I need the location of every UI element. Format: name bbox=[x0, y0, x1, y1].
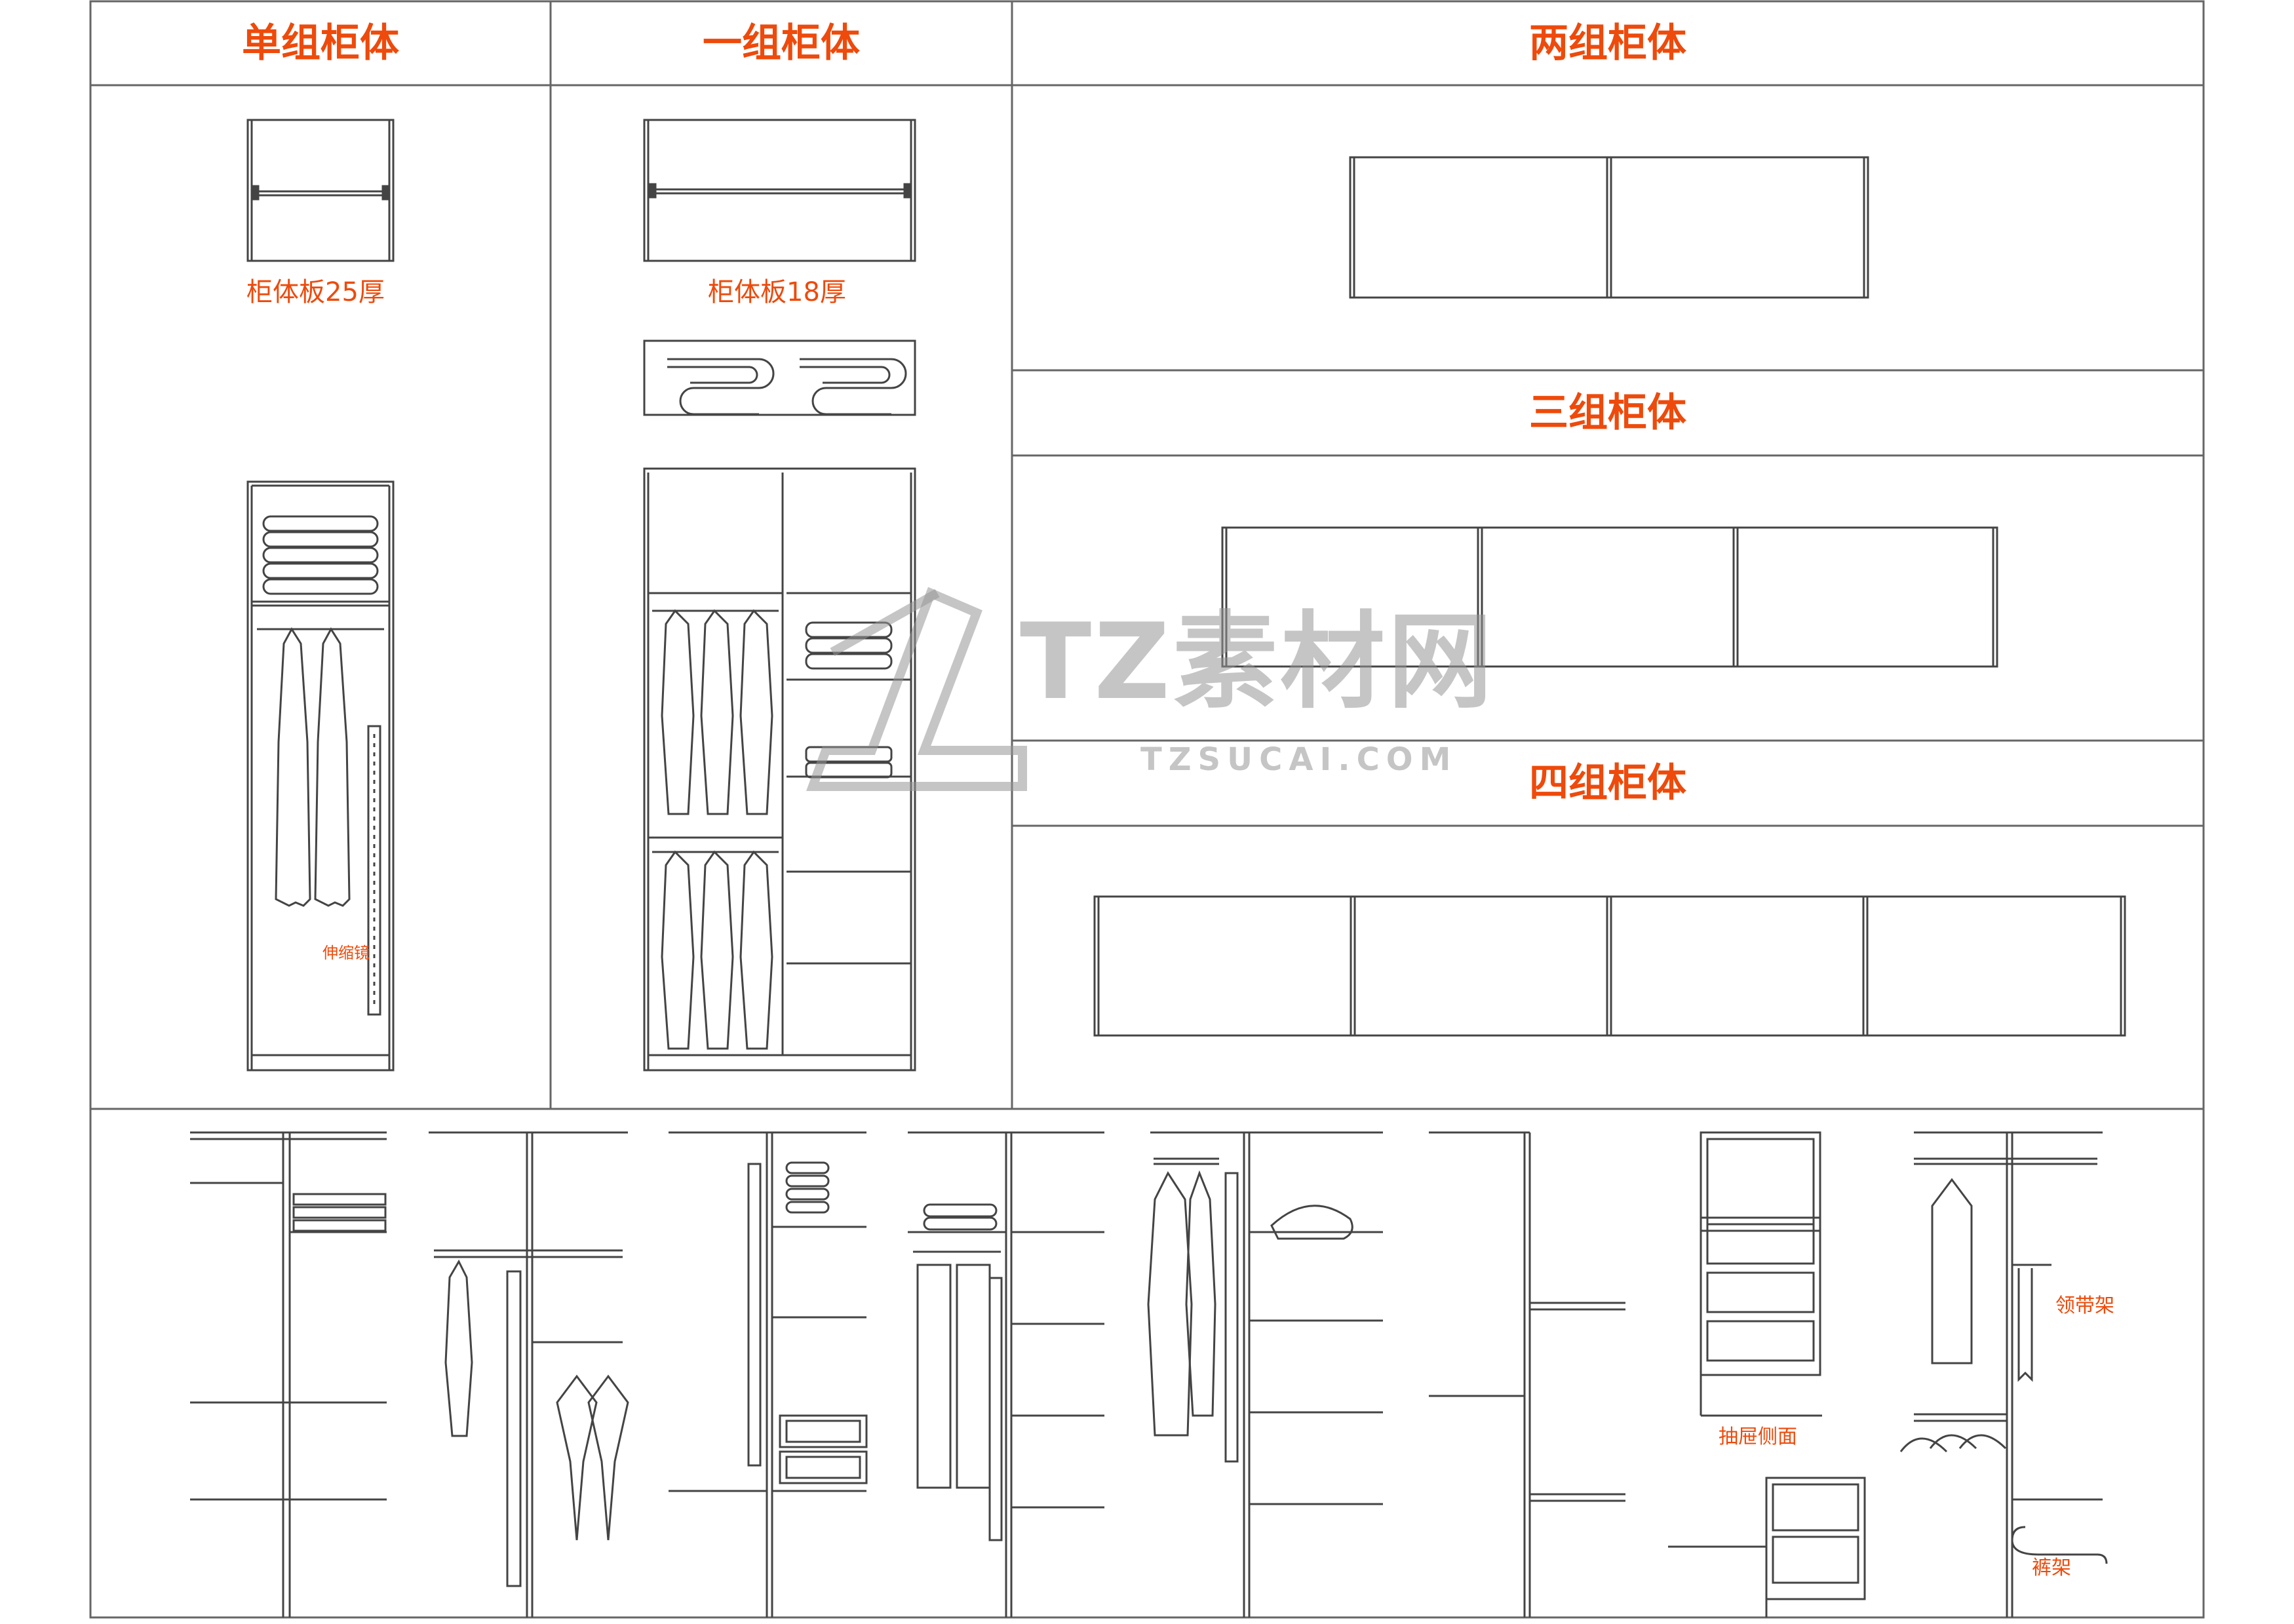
label-board-18mm: 柜体板18厚 bbox=[708, 277, 846, 307]
table-grid bbox=[89, 0, 2205, 1619]
single-cabinet-plan bbox=[246, 119, 395, 262]
watermark-brand: TZ素材网 bbox=[1020, 600, 1496, 723]
detail-elevations bbox=[190, 1131, 2108, 1617]
one-cabinet-elevation bbox=[643, 339, 916, 1072]
four-cabinet-plan bbox=[1093, 895, 2126, 1037]
label-drawer-side: 抽屉侧面 bbox=[1719, 1425, 1797, 1448]
label-telescopic-mirror: 伸缩镜 bbox=[322, 944, 370, 962]
label-pants-rack: 裤架 bbox=[2032, 1556, 2071, 1579]
header-four-cabinets: 四组柜体 bbox=[1529, 760, 1686, 806]
two-cabinet-plan bbox=[1349, 156, 1869, 299]
three-cabinet-plan bbox=[1221, 526, 1998, 668]
header-one-cabinet: 一组柜体 bbox=[703, 20, 860, 66]
label-tie-rack: 领带架 bbox=[2055, 1294, 2114, 1317]
label-board-25mm: 柜体板25厚 bbox=[246, 277, 385, 307]
header-two-cabinets: 两组柜体 bbox=[1529, 20, 1686, 66]
header-three-cabinets: 三组柜体 bbox=[1529, 390, 1686, 436]
single-cabinet-elevation bbox=[246, 480, 395, 1072]
one-cabinet-plan bbox=[643, 119, 916, 262]
watermark-logo-shape bbox=[806, 587, 1027, 791]
watermark-url: TZSUCAI.COM bbox=[1140, 741, 1458, 778]
header-single-cabinet: 单组柜体 bbox=[242, 20, 399, 66]
